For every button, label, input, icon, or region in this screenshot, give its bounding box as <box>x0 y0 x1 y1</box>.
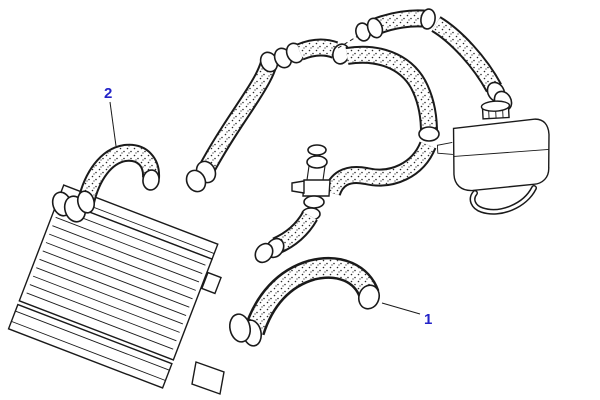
hose-end-collar <box>366 17 384 39</box>
t-connector-body <box>302 179 331 197</box>
callout-2-label[interactable]: 2 <box>104 85 112 102</box>
pipe-opening <box>307 144 327 156</box>
tank-top-hose <box>431 16 513 112</box>
radiator-foot <box>191 361 225 395</box>
t-connector-stub <box>291 180 305 194</box>
callout-1-leader <box>381 302 421 315</box>
callout-2[interactable]: 2 <box>104 85 117 147</box>
assembly-leader-line <box>337 35 359 49</box>
hose-clamp <box>303 195 325 209</box>
middle-s-hose <box>323 141 437 197</box>
hose-clamp <box>306 155 328 169</box>
tank-cap <box>480 100 511 112</box>
t-connector-assembly <box>291 144 331 221</box>
hose-clamp <box>418 126 440 142</box>
callout-1-label[interactable]: 1 <box>424 311 432 328</box>
hose-end-collar <box>76 190 96 214</box>
callout-1[interactable]: 1 <box>381 302 432 328</box>
tank-neck <box>436 142 453 155</box>
diagonal-heater-hose <box>185 51 279 193</box>
lower-radiator-hose-part-1 <box>228 256 381 347</box>
tank-feed-hose <box>345 45 440 142</box>
radiator-core <box>18 199 213 361</box>
top-bypass-hose <box>366 8 436 39</box>
hose-end-collar <box>420 8 436 30</box>
t-outlet-hose <box>254 211 318 264</box>
radiator <box>7 184 222 389</box>
radiator-fins <box>26 208 206 350</box>
callout-2-leader <box>109 101 117 147</box>
overflow-tube-inner <box>471 186 536 214</box>
hose-end-collar <box>142 169 160 191</box>
hose-end-collar <box>185 169 207 193</box>
short-connector-hose <box>296 38 339 61</box>
hose-clamp <box>254 242 274 264</box>
expansion-tank <box>436 100 550 192</box>
upper-radiator-hose-part-2 <box>76 143 161 214</box>
radiator-bracket <box>200 271 222 295</box>
hose-clamp <box>228 313 252 343</box>
hose-end-collar <box>357 284 381 310</box>
tank-body <box>452 118 550 192</box>
